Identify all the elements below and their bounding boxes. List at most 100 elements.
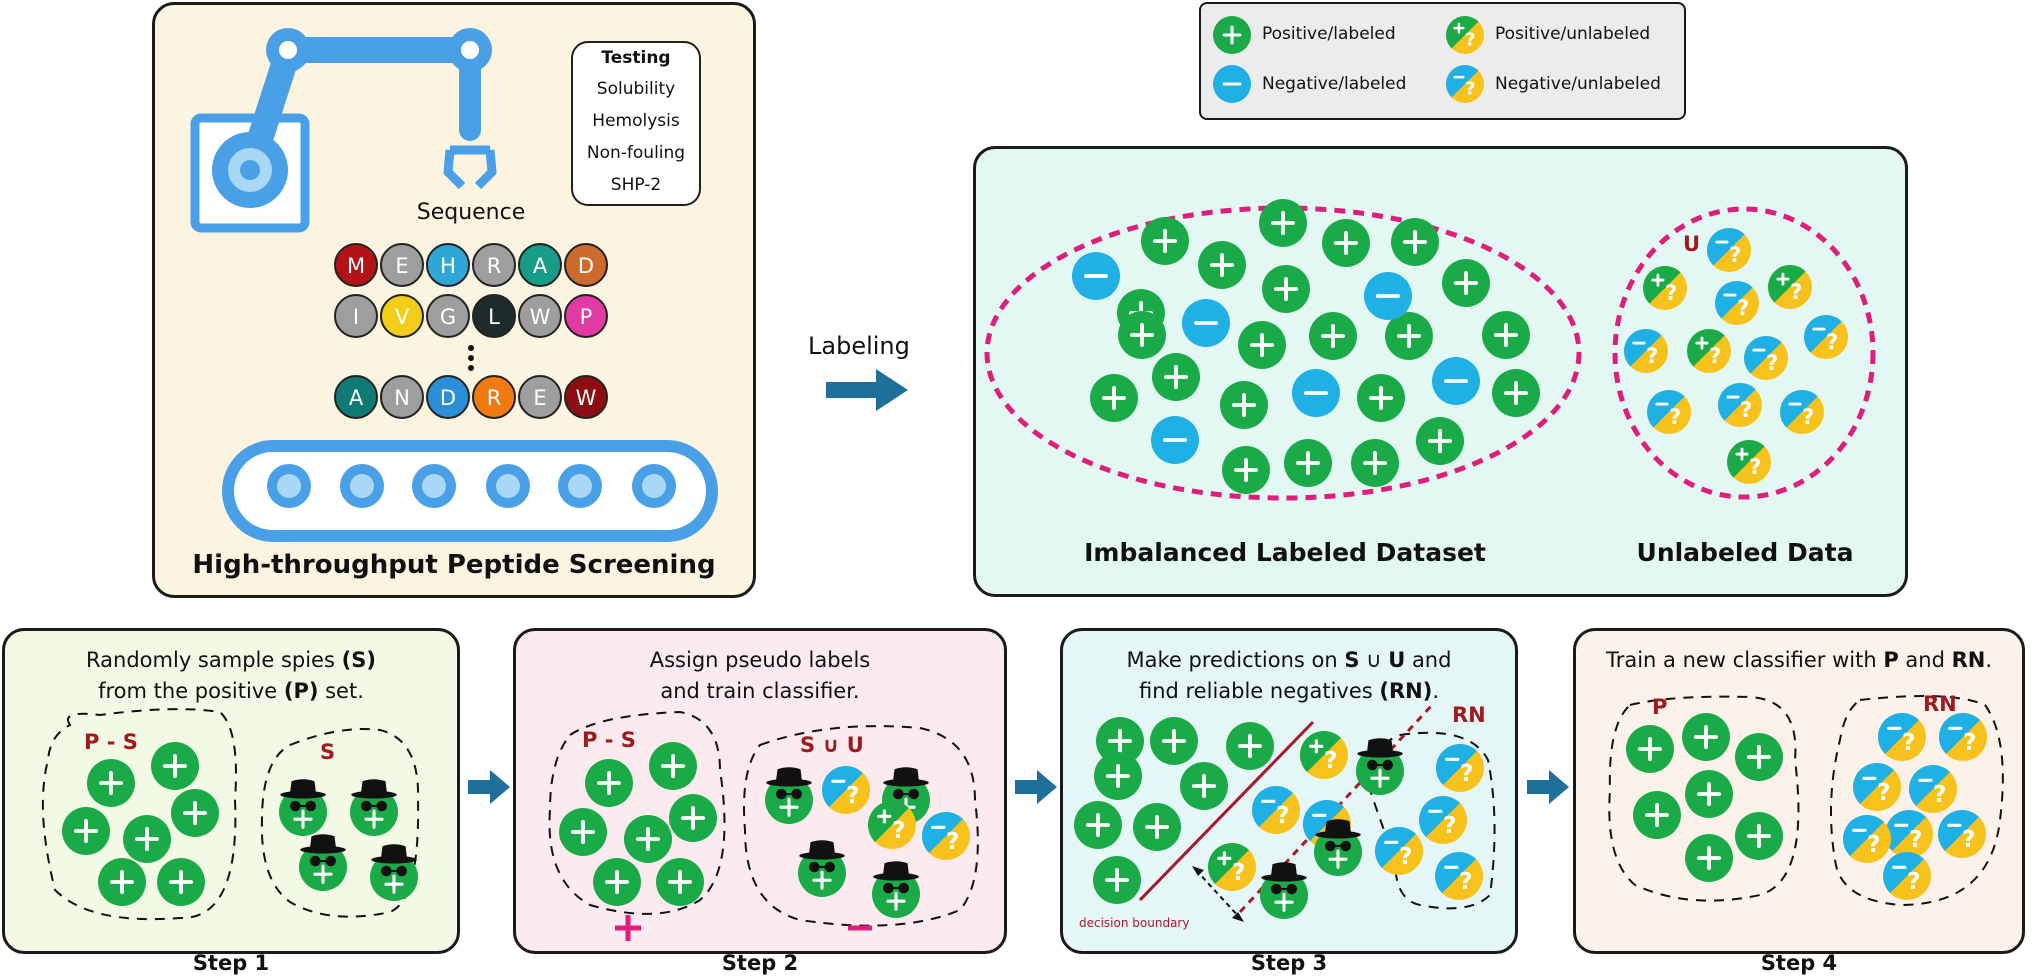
svg-text:G: G — [440, 305, 456, 329]
amino-acid-bubble: R — [472, 375, 516, 419]
amino-acid-bubble: I — [334, 294, 378, 338]
pos-point — [1152, 353, 1200, 401]
step1-line1-bold: (S) — [341, 648, 376, 672]
legend-pos-unlabeled: Positive/unlabeled — [1495, 24, 1651, 44]
svg-text:H: H — [440, 254, 456, 278]
step3-line1b: S — [1344, 648, 1360, 672]
upos-point: ? — [868, 801, 916, 849]
spy-point — [798, 840, 846, 897]
pos-point — [1735, 733, 1783, 781]
svg-text:V: V — [395, 305, 410, 329]
legend-pos-unlabeled-icon: ? — [1446, 16, 1484, 54]
svg-text:?: ? — [1669, 405, 1681, 429]
pos-point — [1090, 374, 1138, 422]
amino-acid-bubble: E — [518, 375, 562, 419]
step3-line1c: ∪ — [1359, 648, 1389, 672]
pos-point — [559, 808, 607, 856]
neg-point — [1072, 252, 1120, 300]
svg-text:?: ? — [1877, 780, 1890, 806]
svg-text:?: ? — [1907, 869, 1920, 895]
step4-rn-outline — [1830, 695, 2004, 907]
uneg-point: ? — [1744, 336, 1788, 380]
step3-line2: find reliable negatives — [1138, 679, 1380, 703]
pos-point — [1685, 770, 1733, 818]
svg-text:?: ? — [1867, 832, 1880, 858]
svg-text:?: ? — [1802, 405, 1814, 429]
svg-text:?: ? — [1737, 296, 1749, 320]
svg-text:?: ? — [1665, 281, 1677, 305]
pos-point — [1141, 217, 1189, 265]
pos-point — [624, 815, 672, 863]
upos-point: ? — [1299, 730, 1348, 779]
svg-text:P: P — [580, 305, 593, 329]
amino-acid-bubble: R — [472, 243, 516, 287]
step1-s-outline — [260, 728, 420, 918]
svg-text:?: ? — [1459, 869, 1472, 895]
svg-text:?: ? — [1324, 748, 1337, 774]
svg-text:M: M — [347, 254, 365, 278]
upos-point: ? — [1687, 329, 1731, 373]
step3-line1d: U — [1388, 648, 1406, 672]
pos-point — [171, 789, 219, 837]
spy-point — [279, 779, 327, 836]
neg-point — [1432, 357, 1480, 405]
uneg-point: ? — [1715, 281, 1759, 325]
pos-point — [1735, 812, 1783, 860]
step1-line2-end: set. — [318, 679, 364, 703]
svg-text:E: E — [395, 254, 408, 278]
pos-point — [1626, 725, 1674, 773]
spy-point — [1356, 738, 1404, 795]
step3-rn-tag: RN — [1452, 703, 1486, 727]
pos-point — [1238, 321, 1286, 369]
pos-point — [1482, 311, 1530, 359]
uneg-point: ? — [1718, 383, 1762, 427]
pos-point — [669, 794, 717, 842]
pos-point — [1074, 801, 1122, 849]
margin-arrow-icon — [1195, 869, 1241, 919]
belt-roller-icon — [558, 464, 602, 508]
svg-text:A: A — [349, 386, 364, 410]
shifted-boundary-line — [1238, 701, 1436, 914]
unlabeled-u-tag: U — [1683, 232, 1701, 256]
testing-box — [571, 41, 701, 206]
step-arrow-1 — [468, 770, 510, 804]
legend-neg-unlabeled: Negative/unlabeled — [1495, 74, 1661, 94]
uneg-point: ? — [1938, 712, 1987, 761]
pos-point — [1357, 374, 1405, 422]
spy-point — [370, 844, 418, 901]
pos-point — [1385, 312, 1433, 360]
step3-line2-end: . — [1432, 679, 1440, 703]
svg-text:?: ? — [1709, 344, 1721, 368]
pos-point — [1096, 717, 1144, 765]
spy-point — [765, 767, 813, 824]
amino-acid-bubble: E — [380, 243, 424, 287]
step2-label: Step 2 — [721, 951, 799, 975]
step3-line2-bold: (RN) — [1379, 679, 1433, 703]
uneg-point: ? — [1780, 390, 1824, 434]
svg-text:?: ? — [1962, 827, 1975, 853]
legend-pos-labeled-icon — [1213, 16, 1251, 54]
uneg-point: ? — [1842, 814, 1891, 863]
amino-acid-bubble: A — [518, 243, 562, 287]
unlabeled-set-outline — [1612, 206, 1876, 500]
step4-line1c: and — [1898, 648, 1952, 672]
step2-ps-outline — [548, 710, 726, 915]
svg-text:?: ? — [1399, 844, 1412, 870]
test-solubility: Solubility — [596, 79, 676, 99]
neg-point — [1151, 416, 1199, 464]
svg-text:D: D — [578, 254, 594, 278]
step3-line1a: Make predictions on — [1126, 648, 1345, 672]
pos-point — [1094, 752, 1142, 800]
step4-p-tag: P — [1652, 695, 1668, 719]
step4-description: Train a new classifier with P and RN. — [1573, 645, 2025, 676]
step2-su-tag: S ∪ U — [800, 733, 864, 757]
pos-point — [1118, 311, 1166, 359]
step2-line2: and train classifier. — [660, 679, 860, 703]
svg-text:?: ? — [846, 783, 859, 809]
labeled-dataset-title: Imbalanced Labeled Dataset — [1084, 538, 1486, 567]
svg-text:?: ? — [1909, 827, 1922, 853]
uneg-point: ? — [1938, 810, 1986, 858]
spy-point — [299, 834, 347, 891]
pos-point — [1442, 259, 1490, 307]
